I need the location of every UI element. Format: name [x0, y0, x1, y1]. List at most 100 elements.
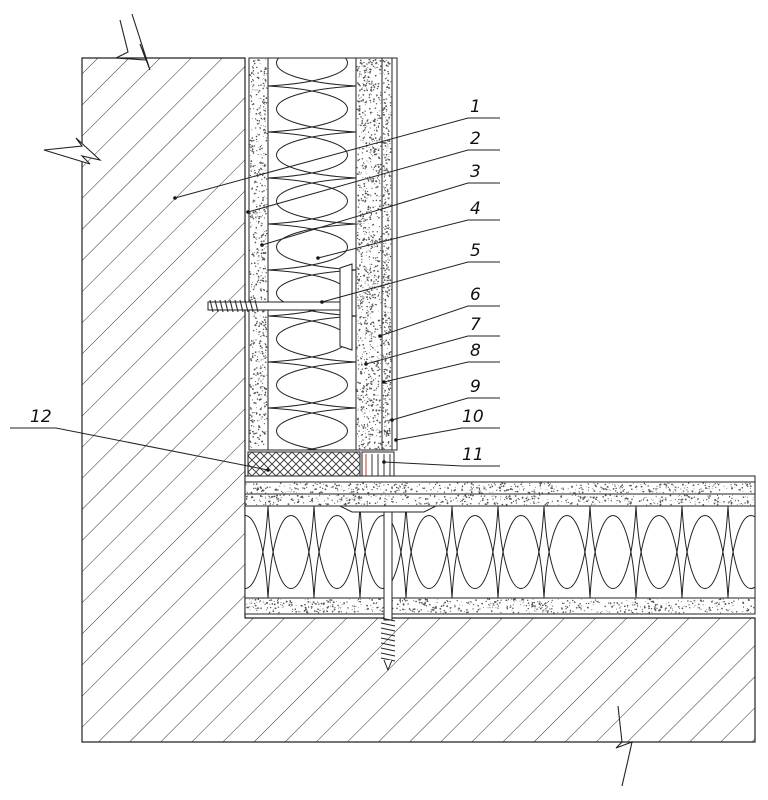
speckle-dot: [525, 497, 528, 500]
speckle-dot: [621, 487, 624, 489]
speckle-dot: [264, 68, 266, 71]
speckle-dot: [322, 608, 324, 610]
speckle-dot: [262, 378, 264, 380]
speckle-dot: [260, 84, 262, 86]
speckle-dot: [367, 119, 369, 121]
speckle-dot: [360, 276, 362, 278]
speckle-dot: [388, 293, 391, 295]
speckle-dot: [418, 598, 420, 601]
speckle-dot: [444, 487, 446, 489]
speckle-dot: [250, 217, 252, 219]
callout-11: 11: [382, 445, 500, 467]
speckle-dot: [616, 491, 618, 494]
speckle-dot: [481, 499, 484, 502]
speckle-dot: [263, 208, 266, 211]
speckle-dot: [390, 184, 392, 186]
speckle-dot: [439, 608, 442, 610]
speckle-dot: [654, 488, 656, 489]
speckle-dot: [366, 211, 368, 213]
speckle-dot: [260, 70, 263, 73]
speckle-dot: [635, 602, 637, 604]
speckle-dot: [314, 482, 316, 484]
speckle-dot: [372, 379, 375, 381]
speckle-dot: [307, 601, 310, 603]
speckle-dot: [390, 360, 392, 362]
speckle-dot: [251, 104, 253, 106]
speckle-dot: [709, 609, 712, 611]
speckle-dot: [404, 609, 406, 611]
thread-mark: [380, 632, 396, 637]
speckle-dot: [383, 210, 386, 213]
speckle-dot: [357, 159, 359, 161]
speckle-dot: [263, 109, 265, 111]
speckle-dot: [385, 300, 387, 302]
speckle-dot: [529, 484, 531, 487]
speckle-dot: [370, 137, 372, 139]
speckle-dot: [372, 65, 374, 67]
speckle-dot: [350, 498, 352, 500]
speckle-dot: [367, 67, 369, 69]
speckle-dot: [390, 394, 391, 396]
speckle-dot: [362, 389, 364, 391]
speckle-dot: [364, 269, 366, 271]
speckle-dot: [263, 78, 265, 79]
speckle-dot: [413, 600, 415, 602]
speckle-dot: [518, 498, 520, 501]
speckle-dot: [407, 495, 409, 498]
speckle-dot: [356, 248, 359, 251]
speckle-dot: [384, 133, 386, 136]
speckle-dot: [383, 314, 385, 316]
speckle-dot: [378, 598, 380, 600]
speckle-dot: [382, 354, 384, 356]
speckle-dot: [358, 96, 359, 98]
speckle-dot: [383, 227, 385, 229]
speckle-dot: [493, 601, 496, 603]
speckle-dot: [255, 483, 258, 485]
speckle-dot: [443, 602, 445, 605]
speckle-dot: [249, 414, 252, 416]
break-symbol-bottom: [615, 705, 633, 787]
speckle-dot: [273, 600, 275, 602]
speckle-dot: [534, 610, 536, 612]
speckle-dot: [341, 489, 343, 490]
speckle-dot: [376, 87, 379, 90]
speckle-dot: [252, 71, 254, 73]
speckle-dot: [738, 489, 740, 491]
speckle-dot: [645, 496, 647, 498]
speckle-dot: [704, 484, 707, 487]
speckle-dot: [254, 324, 257, 327]
speckle-dot: [711, 488, 713, 490]
speckle-dot: [357, 501, 360, 503]
speckle-dot: [362, 76, 365, 79]
speckle-dot: [356, 267, 358, 269]
speckle-dot: [263, 258, 266, 261]
speckle-dot: [602, 488, 605, 491]
speckle-dot: [434, 495, 436, 497]
speckle-dot: [261, 147, 263, 149]
speckle-dot: [252, 88, 254, 91]
speckle-dot: [365, 177, 367, 178]
speckle-dot: [263, 423, 265, 425]
speckle-dot: [366, 71, 368, 73]
speckle-dot: [604, 483, 607, 486]
speckle-dot: [367, 280, 369, 282]
speckle-dot: [260, 359, 262, 361]
speckle-dot: [366, 330, 368, 332]
speckle-dot: [691, 490, 694, 493]
speckle-dot: [254, 598, 257, 601]
speckle-dot: [391, 501, 394, 503]
speckle-dot: [335, 487, 337, 490]
speckle-dot: [361, 199, 363, 201]
speckle-dot: [263, 432, 266, 435]
speckle-dot: [269, 604, 271, 605]
speckle-dot: [496, 489, 498, 491]
speckle-dot: [361, 212, 364, 214]
callout-leader: [379, 305, 500, 337]
speckle-dot: [470, 491, 473, 494]
speckle-dot: [388, 495, 390, 497]
speckle-dot: [521, 598, 524, 601]
speckle-dot: [325, 503, 327, 504]
speckle-dot: [578, 491, 580, 493]
speckle-dot: [260, 255, 263, 257]
speckle-dot: [251, 399, 253, 401]
